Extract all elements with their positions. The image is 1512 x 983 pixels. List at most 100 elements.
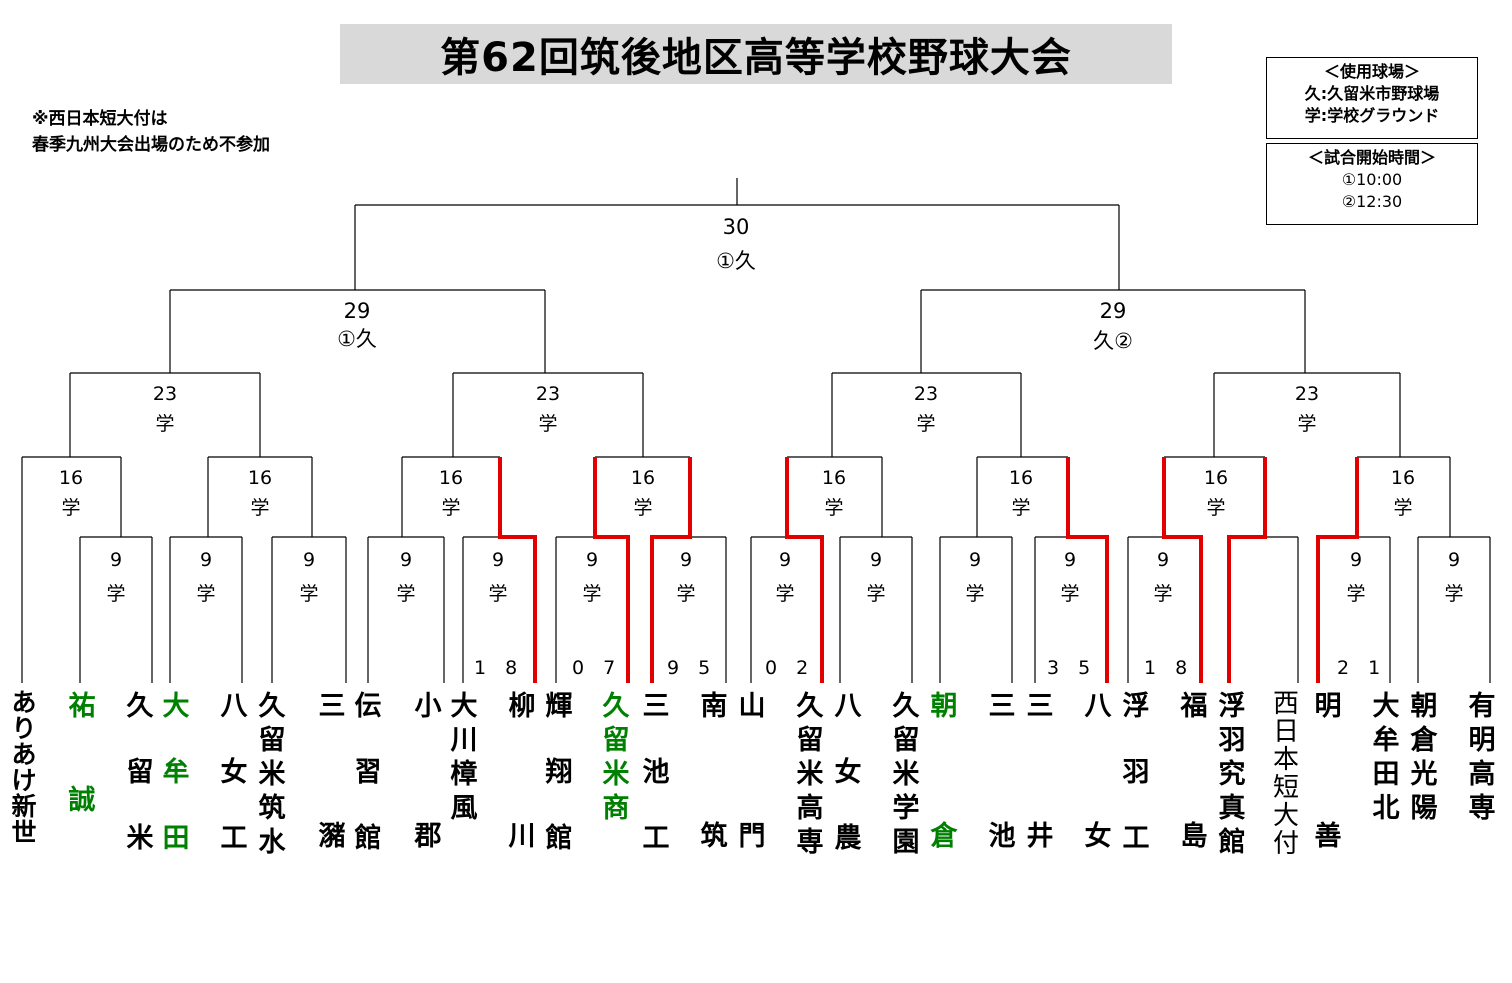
team-name: 浮 羽 工 [1120, 690, 1152, 856]
match-venue: 学 [1393, 497, 1413, 519]
team-name: 大 牟 田 [160, 690, 192, 856]
team-name-char: 伝 [354, 691, 382, 722]
bracket-line [401, 456, 500, 537]
match-date: 16 [58, 467, 84, 489]
match-date: 9 [1063, 549, 1077, 571]
team-name-char [698, 724, 730, 756]
match-date: 16 [821, 467, 847, 489]
team-name-char [928, 756, 960, 788]
start-time-legend: ＜試合開始時間＞ ①10:00 ②12:30 [1266, 143, 1478, 225]
team-name-char: 女 [220, 757, 248, 788]
team-name-char: 学 [892, 793, 920, 824]
start-time-heading: ＜試合開始時間＞ [1307, 148, 1436, 167]
team-name-char: 八 [834, 691, 862, 722]
note-line-2: 春季九州大会出場のため不参加 [32, 135, 270, 155]
team-name-char [506, 724, 538, 756]
team-name-char: 瀦 [318, 821, 346, 852]
team-name-char: 川 [508, 821, 536, 852]
team-name-char: 久 [602, 691, 630, 722]
match-venue: 学 [582, 583, 602, 605]
bracket-line [169, 536, 243, 683]
team-name-char: 陽 [1410, 793, 1438, 824]
team-name-char: 翔 [545, 757, 573, 788]
team-name-char: 三 [1026, 691, 1054, 722]
team-name: 久留米高専 [794, 690, 826, 860]
team-name-char: 井 [1026, 821, 1054, 852]
team-name-char: 世 [11, 818, 37, 847]
team-name-char: 商 [602, 793, 630, 824]
match-venue: 学 [824, 497, 844, 519]
note-line-1: ※西日本短大付は [32, 109, 168, 129]
match-date: 9 [109, 549, 123, 571]
match-venue: 学 [866, 583, 886, 605]
bracket-line [976, 456, 1068, 537]
team-name-char: け [11, 766, 37, 795]
team-name-char [316, 756, 348, 788]
win-line [785, 457, 824, 683]
team-name: 八 女 農 [832, 690, 864, 856]
team-name-char: 大 [450, 691, 478, 722]
team-name: 山 門 [736, 690, 768, 854]
team-name: 西日本短大付 [1270, 690, 1302, 858]
team-name-char: 朝 [930, 691, 958, 722]
win-line [650, 457, 692, 683]
match-date: 16 [630, 467, 656, 489]
team-name-char [928, 788, 960, 820]
team-name-char [1024, 756, 1056, 788]
match-venue: 学 [916, 413, 936, 435]
match-venue: 学 [155, 413, 175, 435]
match-venue: 学 [1060, 583, 1080, 605]
team-name-char [412, 724, 444, 756]
quarter-match-label: 23 学 [518, 383, 578, 435]
bracket-line [920, 289, 1306, 373]
team-name-char: 川 [450, 725, 478, 756]
match-score: 3 5 [1047, 657, 1091, 679]
match-venue: 学 [396, 583, 416, 605]
team-name-char: 朝 [1410, 691, 1438, 722]
match-score: 0 7 [572, 657, 616, 679]
bracket-line [1357, 456, 1451, 537]
team-name-char: 水 [258, 827, 286, 858]
bracket-line [787, 456, 883, 537]
team-name-char [218, 790, 250, 822]
team-name-char [736, 724, 768, 756]
bracket-line [690, 536, 727, 683]
team-name-char [736, 788, 768, 820]
venue-legend: ＜使用球場＞ 久:久留米市野球場 学:学校グラウンド [1266, 57, 1478, 139]
team-name-char: 池 [642, 757, 670, 788]
team-name-char: 専 [1468, 793, 1496, 824]
team-name-char: 福 [1180, 691, 1208, 722]
team-name-char [832, 724, 864, 756]
team-name: 朝倉光陽 [1408, 690, 1440, 826]
team-name-char: 祐 [68, 691, 96, 722]
team-name-char [986, 788, 1018, 820]
team-name-char [986, 724, 1018, 756]
team-name-char [543, 724, 575, 756]
match-venue: 学 [441, 497, 461, 519]
team-name-char: 輝 [545, 691, 573, 722]
team-name-char: 留 [892, 725, 920, 756]
match-score: 2 1 [1337, 657, 1381, 679]
team-name: 祐 誠 [66, 690, 98, 818]
team-name-char [316, 788, 348, 820]
match-venue: 学 [196, 583, 216, 605]
team-name-char: 樟 [450, 759, 478, 790]
team-name-char: 久 [258, 691, 286, 722]
team-name-char: 留 [602, 725, 630, 756]
match-score: 0 2 [765, 657, 809, 679]
page-title: 第62回筑後地区高等学校野球大会 [340, 24, 1172, 84]
bracket-line [271, 536, 347, 683]
team-name-char [160, 724, 192, 756]
team-name: 大牟田北 [1370, 690, 1402, 826]
team-name-char: 光 [1410, 759, 1438, 790]
match-score: 1 8 [474, 657, 518, 679]
bracket-line [207, 456, 313, 537]
team-name-char: 園 [892, 827, 920, 858]
match-score: 1 8 [1144, 657, 1188, 679]
team-name-char [986, 756, 1018, 788]
